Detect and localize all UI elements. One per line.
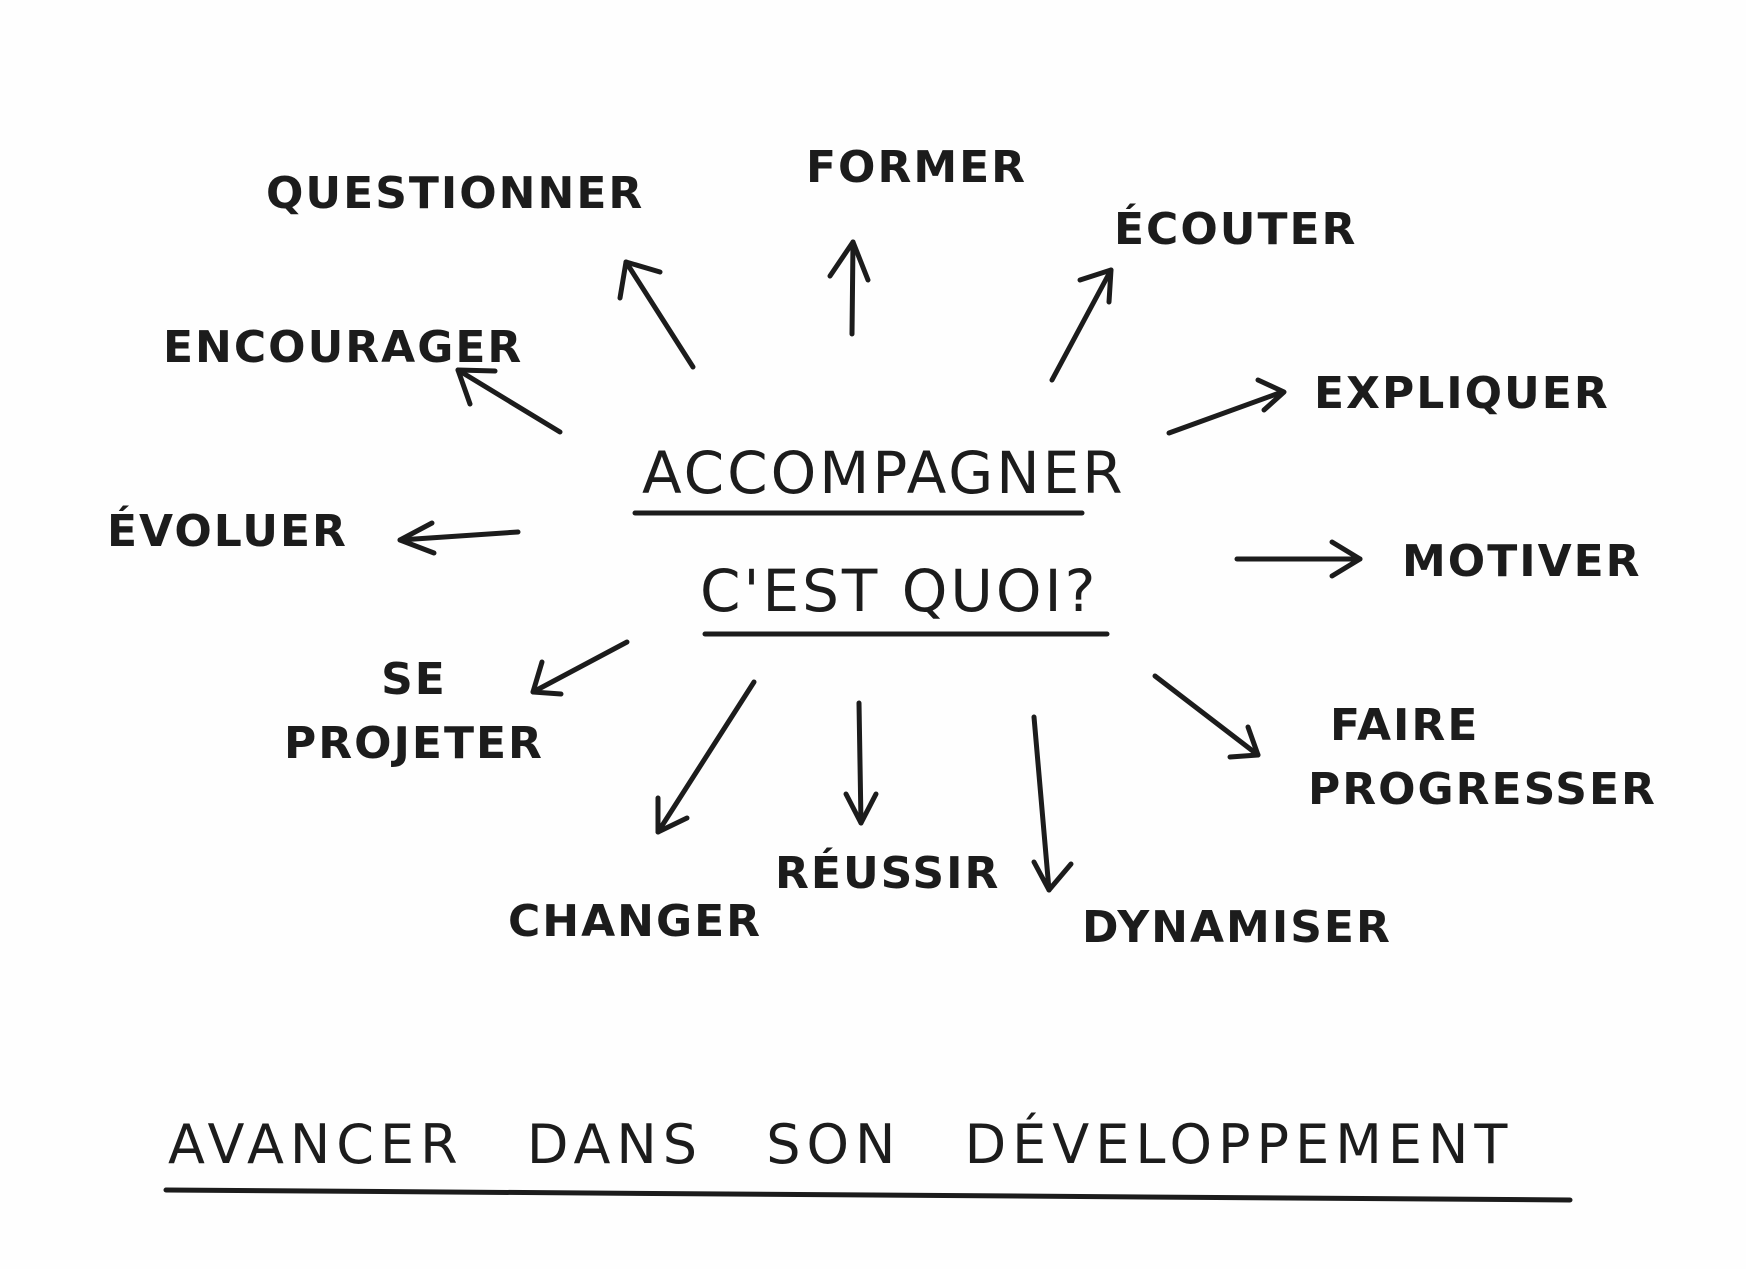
arrow-ecouter	[1049, 267, 1114, 383]
arrow-changer	[655, 679, 757, 835]
word-se-projeter-line-1: SE	[381, 654, 447, 705]
arrow-expliquer	[1166, 377, 1287, 436]
center-title: ACCOMPAGNER	[642, 439, 1126, 507]
word-faire-progresser: FAIRE PROGRESSER	[1308, 694, 1657, 822]
arrow-se-projeter	[530, 639, 630, 697]
word-expliquer: EXPLIQUER	[1314, 368, 1610, 419]
arrow-motiver	[1234, 539, 1363, 579]
word-faire-progresser-line-1: FAIRE	[1330, 700, 1480, 751]
word-questionner: QUESTIONNER	[266, 168, 645, 219]
arrow-faire-progresser	[1152, 673, 1261, 760]
arrow-former	[827, 239, 871, 337]
word-se-projeter: SE PROJETER	[284, 648, 544, 776]
footer-underline	[163, 1187, 1573, 1203]
arrow-evoluer	[397, 520, 521, 556]
arrow-dynamiser	[1031, 714, 1074, 893]
word-faire-progresser-line-2: PROGRESSER	[1308, 763, 1657, 815]
word-encourager: ENCOURAGER	[163, 322, 524, 373]
arrow-questionner	[617, 259, 696, 370]
word-former: FORMER	[806, 142, 1028, 193]
word-motiver: MOTIVER	[1402, 536, 1642, 587]
center-question: C'EST QUOI?	[700, 557, 1099, 625]
word-se-projeter-line-2: PROJETER	[284, 717, 544, 769]
word-evoluer: ÉVOLUER	[107, 506, 348, 557]
word-changer: CHANGER	[508, 896, 763, 947]
arrow-reussir	[843, 700, 879, 826]
word-ecouter: ÉCOUTER	[1114, 204, 1358, 255]
word-dynamiser: DYNAMISER	[1082, 902, 1392, 953]
footer-statement: AVANCER DANS SON DÉVELOPPEMENT	[168, 1113, 1514, 1176]
arrow-encourager	[455, 367, 563, 435]
word-reussir: RÉUSSIR	[775, 848, 1001, 899]
